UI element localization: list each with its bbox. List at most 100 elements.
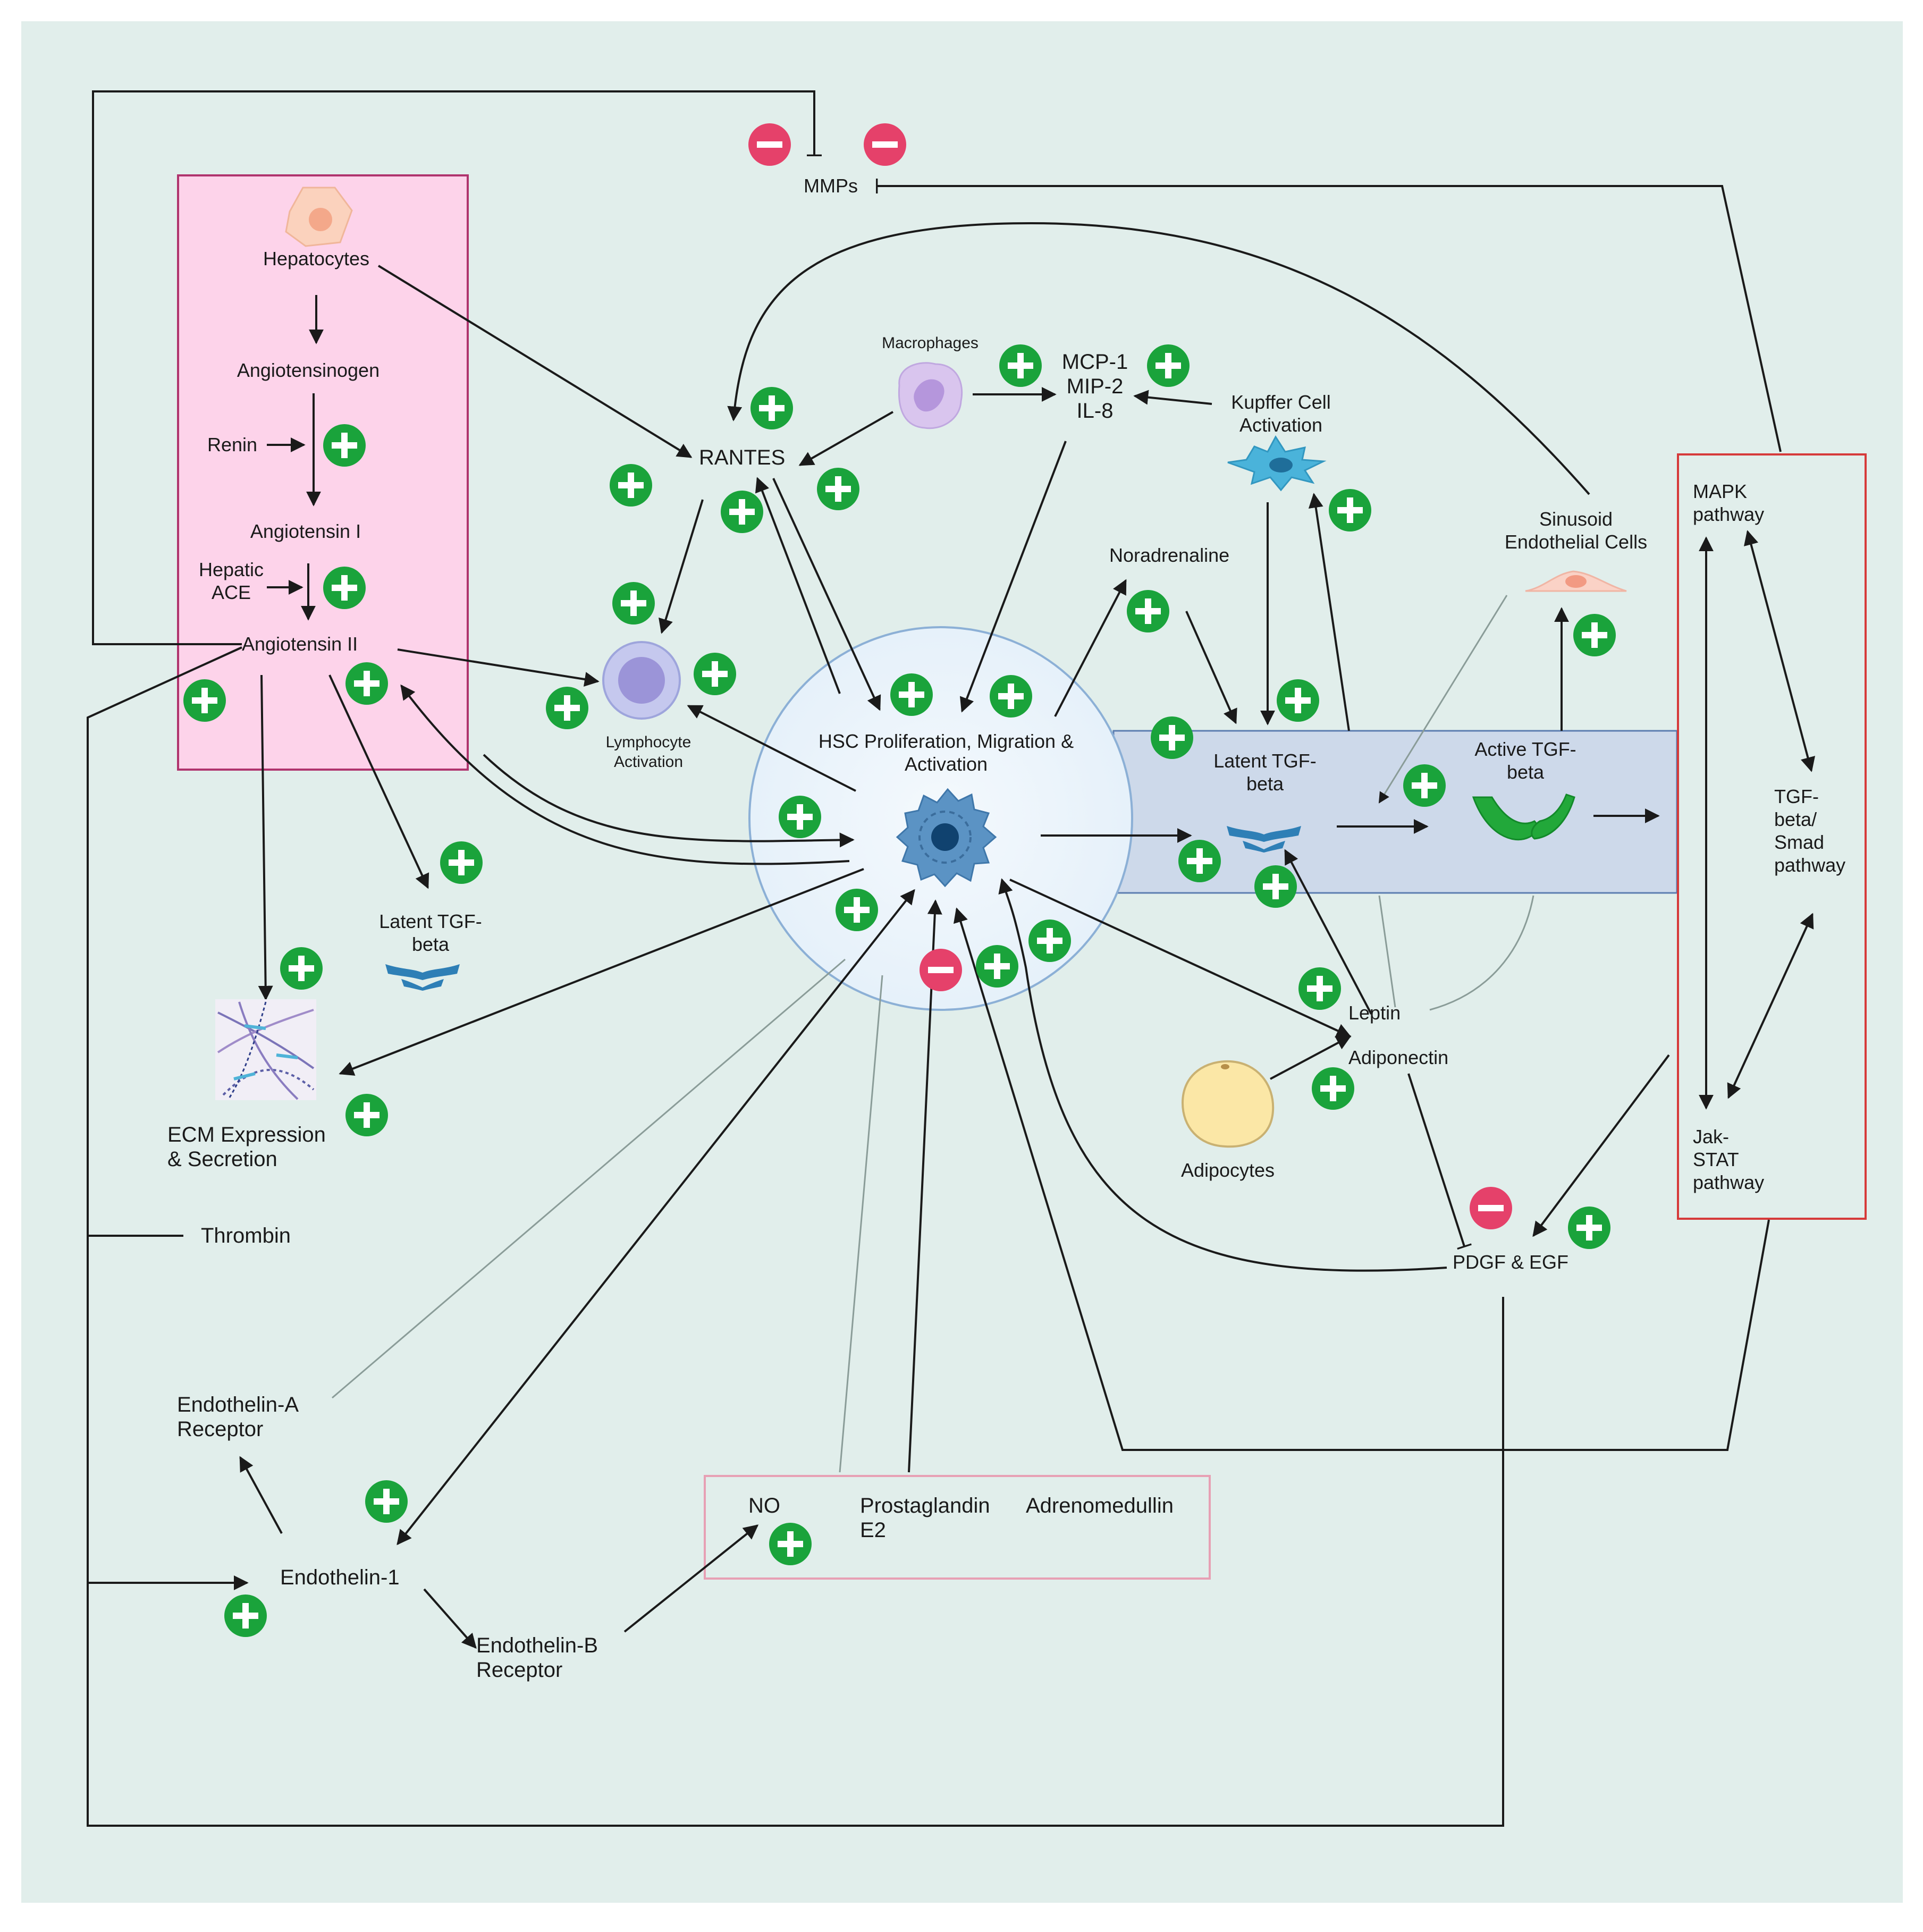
ecm-fiber-icon	[215, 999, 316, 1100]
connector-line	[1727, 913, 1814, 1099]
plus-badge-icon	[546, 687, 588, 729]
ecm-label: ECM Expression & Secretion	[167, 1123, 326, 1171]
endothelin-b-label: Endothelin-B Receptor	[476, 1633, 598, 1682]
latent-tgf-line: Latent TGF-	[379, 910, 482, 932]
connector-line	[377, 265, 693, 458]
sinusoid-endothelial-cell-icon	[1525, 570, 1627, 592]
lymphocyte-line: Lymphocyte	[605, 733, 691, 751]
macrophages-label: Macrophages	[882, 334, 979, 352]
connector-line	[959, 441, 1067, 713]
adipocyte-icon	[1181, 1060, 1275, 1148]
sinusoid-line: Sinusoid	[1539, 508, 1613, 530]
tgf-smad-line: pathway	[1774, 854, 1846, 876]
endothelin-1-label: Endothelin-1	[280, 1566, 400, 1589]
connector-line	[1185, 611, 1237, 724]
minus-badge-icon	[864, 123, 906, 166]
plus-badge-icon	[1147, 344, 1190, 387]
connector-line	[659, 499, 704, 634]
plus-badge-icon	[612, 582, 655, 625]
active-tgf-line: Active TGF-	[1474, 738, 1576, 760]
connector-line	[839, 975, 883, 1473]
plus-badge-icon	[1028, 919, 1071, 962]
prostaglandin-label: Prostaglandin E2	[860, 1494, 990, 1542]
prostaglandin-line: Prostaglandin	[860, 1494, 990, 1517]
plus-badge-icon	[440, 841, 483, 884]
connector-line	[998, 878, 1447, 1272]
plus-badge-icon	[1573, 614, 1616, 656]
jak-stat-line: pathway	[1693, 1171, 1765, 1193]
plus-badge-icon	[345, 662, 388, 705]
plus-badge-icon	[1178, 840, 1221, 882]
mapk-line: MAPK	[1693, 480, 1748, 502]
connector-line	[1532, 1054, 1670, 1237]
plus-badge-icon	[836, 889, 878, 931]
hsc-line: HSC Proliferation, Migration &	[818, 730, 1074, 752]
tgf-smad-line: TGF-	[1774, 786, 1819, 807]
connector-line	[1308, 493, 1350, 731]
latent-tgf-line: beta	[1246, 773, 1284, 795]
lymphocyte-line: Activation	[613, 753, 684, 771]
chemokine-line: MIP-2	[1066, 375, 1124, 398]
active-tgf-beta-icon	[1472, 794, 1575, 841]
connector-line	[623, 1524, 759, 1633]
plus-badge-icon	[1329, 489, 1371, 531]
plus-badge-icon	[1298, 967, 1341, 1010]
connector-line	[1407, 1073, 1472, 1250]
connector-line	[1378, 895, 1396, 1008]
endothelin-b-line: Receptor	[476, 1658, 563, 1682]
minus-badge-icon	[1470, 1187, 1512, 1229]
hepatocytes-label: Hepatocytes	[263, 248, 370, 269]
connector-line	[92, 90, 822, 645]
connector-line	[328, 674, 429, 889]
chemokines-label: MCP-1 MIP-2 IL-8	[1042, 350, 1148, 423]
adipocytes-label: Adipocytes	[1180, 1159, 1275, 1181]
plus-badge-icon	[999, 344, 1042, 387]
sinusoid-label: Sinusoid Endothelial Cells	[1488, 508, 1664, 553]
connector-line	[1284, 849, 1372, 1015]
connector-line	[397, 889, 915, 1546]
mmps-label: MMPs	[804, 175, 858, 197]
rantes-label: RANTES	[699, 446, 786, 469]
hepatic-ace-label: Hepatic ACE	[189, 558, 274, 604]
chemokine-line: IL-8	[1076, 399, 1114, 423]
connector-line	[1270, 1035, 1352, 1080]
connector-line	[1743, 530, 1816, 772]
minus-badge-icon	[748, 123, 791, 166]
jak-stat-line: Jak-	[1693, 1126, 1730, 1148]
renin-label: Renin	[207, 434, 258, 455]
plus-badge-icon	[1254, 865, 1297, 908]
connector-line	[1009, 879, 1352, 1038]
no-label: NO	[748, 1494, 780, 1517]
plus-badge-icon	[890, 673, 933, 716]
plus-badge-icon	[1403, 764, 1446, 807]
plus-badge-icon	[694, 653, 736, 695]
connector-line	[239, 1456, 283, 1534]
angiotensin-ii-label: Angiotensin II	[242, 633, 358, 655]
kupffer-cell-icon	[1227, 435, 1327, 492]
jak-stat-label: Jak- STAT pathway	[1693, 1125, 1764, 1194]
endothelin-b-line: Endothelin-B	[476, 1634, 598, 1657]
plus-badge-icon	[183, 679, 226, 722]
connector-line	[953, 907, 1770, 1451]
connector-line	[727, 222, 1590, 495]
connector-line	[876, 179, 1782, 452]
connector-line	[1054, 579, 1127, 717]
plus-badge-icon	[976, 945, 1018, 988]
hepatic-stellate-cell-icon	[896, 788, 997, 888]
angiotensinogen-label: Angiotensinogen	[237, 359, 380, 381]
ecm-line: ECM Expression	[167, 1123, 326, 1146]
latent-tgf-beta-icon	[1227, 826, 1301, 853]
endothelin-a-label: Endothelin-A Receptor	[177, 1393, 299, 1441]
kupffer-line: Kupffer Cell	[1231, 391, 1331, 413]
plus-badge-icon	[1312, 1067, 1354, 1110]
active-tgf-line: beta	[1506, 761, 1545, 783]
connector-line	[772, 478, 881, 711]
leptin-label: Leptin	[1348, 1002, 1401, 1024]
connector-line	[908, 899, 942, 1473]
endothelin-a-line: Endothelin-A	[177, 1393, 299, 1416]
connector-line	[423, 1588, 477, 1649]
connector-line	[258, 674, 273, 1001]
badge-layer	[183, 123, 1616, 1637]
plus-badge-icon	[323, 567, 366, 609]
